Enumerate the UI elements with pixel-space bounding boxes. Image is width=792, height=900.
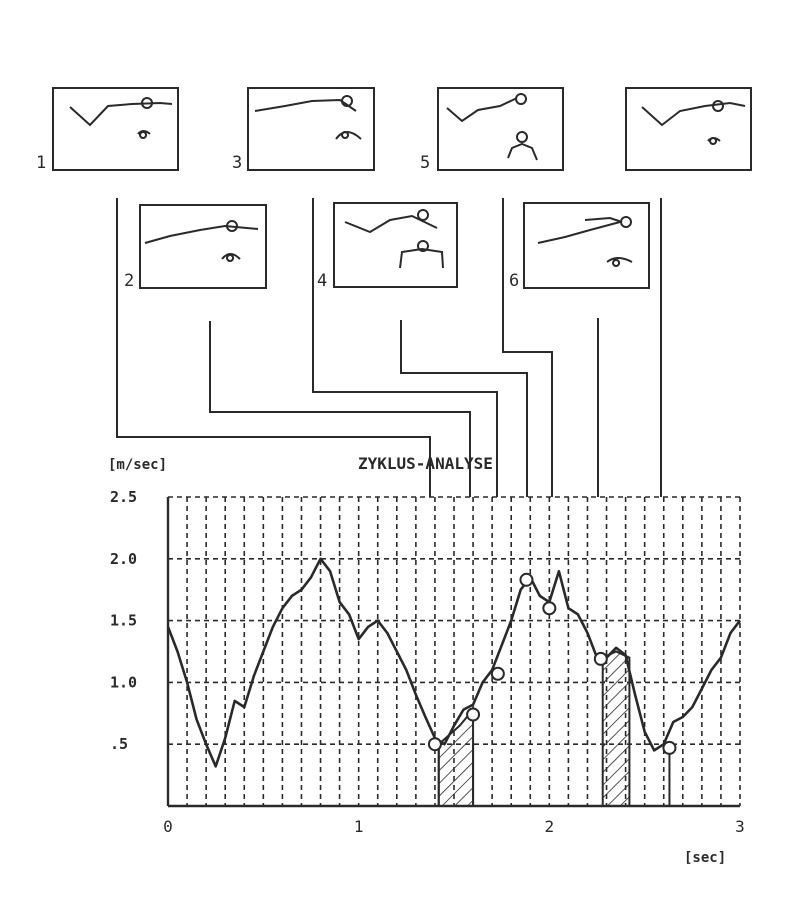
frame-4: 4 — [317, 202, 458, 291]
y-axis-label: [m/sec] — [108, 457, 167, 473]
stick-figure-7 — [641, 100, 746, 145]
stick-figure-4 — [344, 209, 444, 269]
x-tick-label: 1 — [354, 817, 364, 836]
leader-line-frame-2 — [209, 321, 471, 497]
x-tick-label: 3 — [735, 817, 745, 836]
frame-2-number: 2 — [124, 271, 134, 291]
marker-layer — [427, 572, 677, 755]
leader-line-frame-3 — [312, 198, 498, 497]
y-tick-label: 2.0 — [110, 550, 137, 568]
stick-figure-1 — [69, 97, 173, 139]
series-layer — [166, 557, 742, 768]
hatched-region-2 — [601, 650, 631, 807]
frame-3-number: 3 — [232, 153, 242, 173]
data-point-marker — [490, 666, 505, 681]
stick-figure-6 — [537, 216, 633, 267]
y-tick-label: 1.5 — [110, 612, 137, 630]
leader-line-frame-1 — [116, 198, 431, 497]
data-point-marker — [593, 651, 608, 666]
vertical-marker-lines — [437, 744, 671, 806]
x-tick-label: 0 — [163, 817, 173, 836]
data-point-marker — [519, 572, 534, 587]
data-point-marker — [542, 601, 557, 616]
x-tick-label: 2 — [545, 817, 555, 836]
data-point-marker — [427, 737, 442, 752]
series-line — [166, 557, 742, 768]
frame-4-number: 4 — [317, 271, 327, 291]
leader-line-frame-4 — [400, 320, 528, 497]
leader-lines — [116, 198, 662, 497]
tick-labels: .5 1.0 1.5 2.0 2.5 0 1 2 3 — [110, 488, 745, 836]
frame-2: 2 — [124, 204, 267, 291]
frame-5: 5 — [420, 87, 564, 173]
x-axis-label: [sec] — [684, 850, 726, 866]
chart-title: ZYKLUS-ANALYSE — [358, 454, 493, 473]
stick-figure-3 — [254, 95, 362, 140]
y-tick-label: 2.5 — [110, 488, 137, 506]
stick-figure-5 — [446, 93, 538, 161]
data-point-marker — [662, 740, 677, 755]
frame-5-number: 5 — [420, 153, 430, 173]
frame-7 — [625, 87, 752, 171]
frame-1-number: 1 — [36, 153, 46, 173]
frame-6: 6 — [509, 202, 650, 291]
stick-figure-2 — [144, 220, 259, 262]
frame-1: 1 — [36, 87, 179, 173]
y-tick-label: .5 — [110, 735, 128, 753]
leader-line-frame-5 — [502, 198, 553, 497]
data-point-marker — [466, 707, 481, 722]
chart-axes — [166, 497, 740, 808]
y-tick-label: 1.0 — [110, 673, 137, 691]
frame-3: 3 — [232, 87, 375, 173]
frame-6-number: 6 — [509, 271, 519, 291]
hatched-regions — [437, 650, 631, 807]
chart: ZYKLUS-ANALYSE [m/sec] [sec] .5 1.0 1.5 2.0… — [108, 454, 745, 866]
